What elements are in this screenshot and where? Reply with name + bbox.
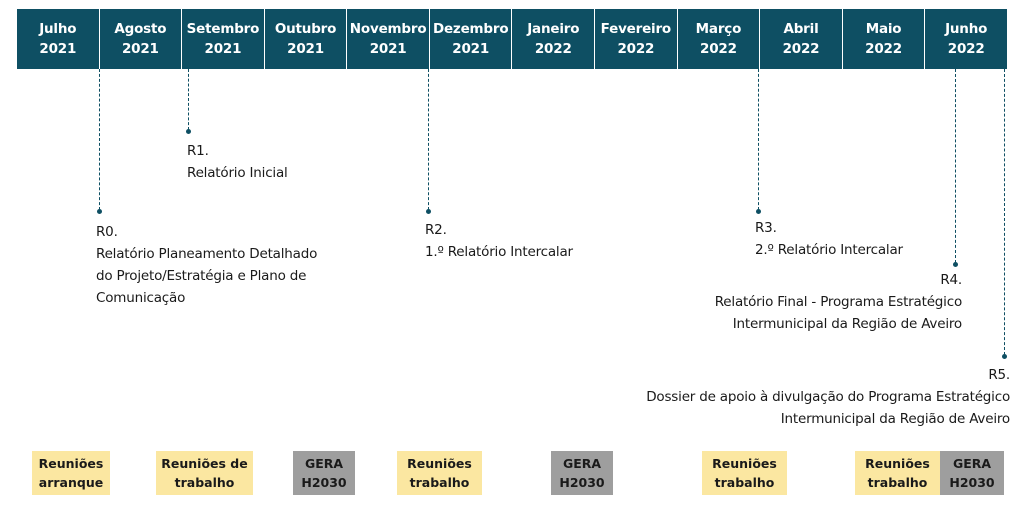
gera-label: GERA — [304, 456, 344, 471]
month-year: 2022 — [782, 41, 820, 57]
milestone-line-r0 — [99, 69, 100, 210]
month-year: 2021 — [369, 41, 407, 57]
month-year: 2021 — [121, 41, 159, 57]
deliverable-code: R2. — [425, 222, 447, 238]
deliverable-text: Comunicação — [96, 290, 186, 306]
meeting-label: arranque — [38, 475, 104, 490]
deliverable-text: Intermunicipal da Região de Aveiro — [780, 411, 1010, 427]
gera-box: GERA H2030 — [940, 451, 1004, 495]
milestone-dot-r4 — [953, 262, 958, 267]
gera-label: GERA — [952, 456, 992, 471]
gera-box: GERA H2030 — [293, 451, 355, 495]
milestone-dot-r3 — [756, 209, 761, 214]
month-cell: Agosto 2021 — [99, 9, 183, 69]
month-year: 2022 — [617, 41, 655, 57]
deliverable-code: R4. — [940, 272, 962, 288]
month-name: Dezembro — [432, 21, 509, 37]
month-name: Maio — [865, 21, 902, 37]
meeting-label: Reuniões de — [161, 456, 248, 471]
deliverable-r5: R5. Dossier de apoio à divulgação do Pro… — [646, 364, 1010, 430]
meeting-label: Reuniões — [712, 456, 777, 471]
month-cell: Dezembro 2021 — [429, 9, 513, 69]
month-name: Janeiro — [527, 21, 580, 37]
milestone-dot-r1 — [186, 129, 191, 134]
month-cell: Março 2022 — [677, 9, 761, 69]
deliverable-code: R1. — [187, 143, 209, 159]
month-name: Agosto — [114, 21, 167, 37]
deliverable-text: Relatório Inicial — [187, 165, 288, 181]
deliverable-r3: R3. 2.º Relatório Intercalar — [755, 217, 903, 261]
meeting-label: trabalho — [409, 475, 470, 490]
month-name: Novembro — [349, 21, 427, 37]
meeting-label: Reuniões — [865, 456, 930, 471]
meeting-label: Reuniões — [38, 456, 104, 471]
month-year: 2022 — [534, 41, 572, 57]
month-year: 2022 — [947, 41, 985, 57]
month-name: Abril — [783, 21, 819, 37]
gera-label: H2030 — [301, 475, 347, 490]
month-cell: Setembro 2021 — [182, 9, 265, 69]
month-cell: Julho 2021 — [17, 9, 100, 69]
deliverable-r4: R4. Relatório Final - Programa Estratégi… — [715, 269, 962, 335]
meeting-box-work: Reuniões trabalho — [855, 451, 940, 495]
milestone-dot-r0 — [97, 209, 102, 214]
deliverable-text: do Projeto/Estratégia e Plano de — [96, 268, 307, 284]
deliverable-r0: R0. Relatório Planeamento Detalhado do P… — [96, 221, 317, 309]
month-name: Setembro — [186, 21, 260, 37]
timeline-header: Julho 2021 Agosto 2021 Setembro 2021 Outubr… — [17, 9, 1007, 69]
milestone-line-r5 — [1004, 69, 1005, 355]
month-year: 2021 — [287, 41, 324, 57]
milestone-line-r4 — [955, 69, 956, 263]
deliverable-text: 2.º Relatório Intercalar — [755, 242, 903, 258]
month-cell: Novembro 2021 — [347, 9, 430, 69]
month-year: 2022 — [700, 41, 737, 57]
month-name: Fevereiro — [600, 21, 672, 37]
milestone-line-r1 — [188, 69, 189, 130]
month-cell: Outubro 2021 — [264, 9, 348, 69]
month-cell: Maio 2022 — [842, 9, 926, 69]
deliverable-text: Intermunicipal da Região de Aveiro — [732, 316, 962, 332]
month-name: Outubro — [274, 21, 337, 37]
meeting-box-work: Reuniões trabalho — [702, 451, 787, 495]
gera-label: H2030 — [949, 475, 995, 490]
milestone-dot-r2 — [426, 209, 431, 214]
meeting-box-work: Reuniões de trabalho — [156, 451, 253, 495]
meeting-label: trabalho — [174, 475, 235, 490]
deliverable-text: Relatório Final - Programa Estratégico — [714, 294, 962, 310]
deliverable-r1: R1. Relatório Inicial — [187, 140, 288, 184]
month-cell: Fevereiro 2022 — [595, 9, 678, 69]
gera-label: H2030 — [559, 475, 605, 490]
meeting-box-work: Reuniões trabalho — [397, 451, 482, 495]
deliverable-text: 1.º Relatório Intercalar — [425, 244, 573, 260]
month-year: 2021 — [39, 41, 77, 57]
deliverable-code: R0. — [96, 224, 118, 240]
milestone-line-r2 — [428, 69, 429, 210]
month-year: 2022 — [865, 41, 902, 57]
month-cell: Junho 2022 — [925, 9, 1007, 69]
gera-label: GERA — [562, 456, 602, 471]
month-cell: Abril 2022 — [760, 9, 843, 69]
meeting-box-kickoff: Reuniões arranque — [32, 451, 110, 495]
month-name: Março — [695, 21, 742, 37]
meeting-label: trabalho — [714, 475, 775, 490]
deliverable-code: R3. — [755, 220, 777, 236]
meeting-label: Reuniões — [407, 456, 472, 471]
month-year: 2021 — [204, 41, 242, 57]
month-name: Junho — [945, 21, 988, 37]
month-cell: Janeiro 2022 — [512, 9, 596, 69]
deliverable-text: Dossier de apoio à divulgação do Program… — [646, 389, 1010, 405]
month-year: 2021 — [452, 41, 490, 57]
gera-box: GERA H2030 — [551, 451, 613, 495]
milestone-line-r3 — [758, 69, 759, 210]
deliverable-r2: R2. 1.º Relatório Intercalar — [425, 219, 573, 263]
month-name: Julho — [39, 21, 77, 37]
deliverable-code: R5. — [988, 367, 1010, 383]
deliverable-text: Relatório Planeamento Detalhado — [96, 246, 318, 262]
milestone-dot-r5 — [1002, 354, 1007, 359]
meeting-label: trabalho — [867, 475, 928, 490]
